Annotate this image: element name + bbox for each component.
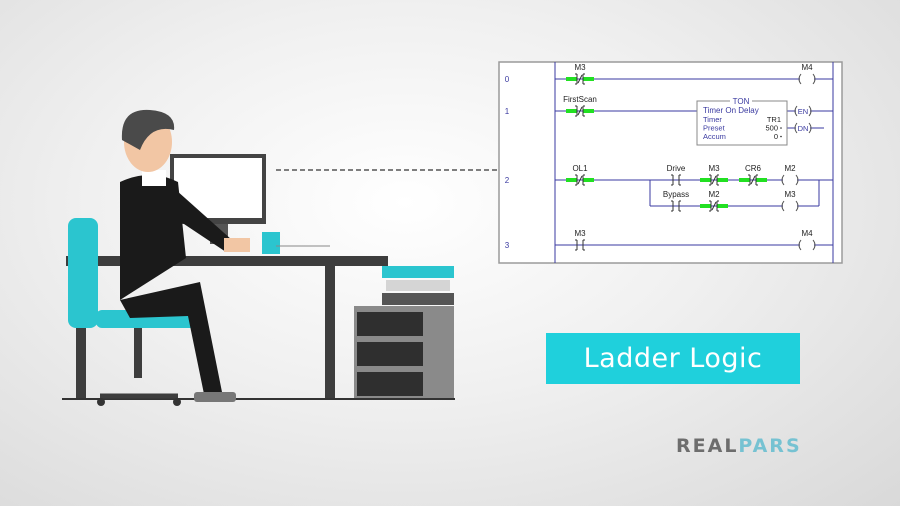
nc-contact[interactable] xyxy=(700,200,728,212)
contact-symbol xyxy=(671,174,681,186)
contact-symbol xyxy=(748,174,758,186)
nc-contact[interactable] xyxy=(700,174,728,186)
logo-part2: PARS xyxy=(738,435,802,457)
timer-block[interactable] xyxy=(696,100,788,146)
energized-indicator xyxy=(566,109,577,113)
coil-label: M2 xyxy=(784,164,796,173)
contact-label: CR6 xyxy=(745,164,762,173)
no-contact[interactable] xyxy=(671,200,681,212)
timer-output-coil[interactable] xyxy=(794,122,812,134)
book xyxy=(382,293,454,305)
timer-param-label: Accum xyxy=(703,132,726,141)
contact-symbol xyxy=(575,105,585,117)
energized-indicator xyxy=(756,178,767,182)
contact-label: OL1 xyxy=(572,164,588,173)
timer-type: TON xyxy=(733,97,750,106)
contact-symbol xyxy=(709,174,719,186)
coil-label: M4 xyxy=(801,229,813,238)
coil-label: M4 xyxy=(801,63,813,72)
contact-label: M3 xyxy=(574,63,586,72)
contact-symbol xyxy=(709,200,719,212)
drawer xyxy=(357,312,423,336)
timer-param-label: Preset xyxy=(703,124,726,133)
no-contact[interactable] xyxy=(575,239,585,251)
desk-leg xyxy=(76,266,86,398)
logo-part1: REAL xyxy=(676,435,739,457)
chair-back xyxy=(68,218,98,328)
contact-symbol xyxy=(671,200,681,212)
coil-symbol[interactable] xyxy=(798,239,816,251)
nc-slash xyxy=(750,175,756,185)
contact-label: Drive xyxy=(667,164,686,173)
shoe xyxy=(194,392,236,402)
energized-indicator xyxy=(700,178,711,182)
desk-top xyxy=(66,256,388,266)
book xyxy=(386,280,450,291)
contact-symbol xyxy=(575,73,585,85)
nc-slash xyxy=(577,106,583,116)
desk-illustration xyxy=(62,109,498,406)
timer-param-value: 500 xyxy=(765,124,778,133)
contact-label: M2 xyxy=(708,190,720,199)
nc-slash xyxy=(577,74,583,84)
coil-symbol[interactable] xyxy=(781,200,799,212)
no-contact[interactable] xyxy=(671,174,681,186)
rung-number: 0 xyxy=(505,75,510,84)
contact-label: FirstScan xyxy=(563,95,597,104)
timer-output-dn: DN xyxy=(798,124,809,133)
energized-indicator xyxy=(717,178,728,182)
contact-symbol xyxy=(575,174,585,186)
realpars-logo: REALPARS xyxy=(676,435,802,457)
person-arm xyxy=(166,190,232,252)
coil-symbol[interactable] xyxy=(781,174,799,186)
drawer xyxy=(357,342,423,366)
energized-indicator xyxy=(717,204,728,208)
timer-output-en: EN xyxy=(798,107,808,116)
nc-contact[interactable] xyxy=(739,174,767,186)
coil-label: M3 xyxy=(784,190,796,199)
title-badge: Ladder Logic xyxy=(546,333,800,384)
rung-number: 3 xyxy=(505,241,510,250)
coil-symbol[interactable] xyxy=(798,73,816,85)
timer-output-coil[interactable] xyxy=(794,105,812,117)
ladder-panel xyxy=(498,61,843,264)
contact-label: Bypass xyxy=(663,190,689,199)
nc-contact[interactable] xyxy=(566,73,594,85)
energized-indicator xyxy=(700,204,711,208)
timer-param-value: TR1 xyxy=(767,115,781,124)
contact-symbol xyxy=(575,239,585,251)
energized-indicator xyxy=(566,77,577,81)
energized-indicator xyxy=(583,178,594,182)
energized-indicator xyxy=(583,109,594,113)
timer-name: Timer On Delay xyxy=(703,106,759,115)
nc-slash xyxy=(711,175,717,185)
contact-label: M3 xyxy=(574,229,586,238)
rung-number: 2 xyxy=(505,176,510,185)
timer-param-label: Timer xyxy=(703,115,722,124)
energized-indicator xyxy=(739,178,750,182)
energized-indicator xyxy=(566,178,577,182)
energized-indicator xyxy=(583,77,594,81)
nc-slash xyxy=(711,201,717,211)
person-legs xyxy=(120,282,222,394)
timer-param-value: 0 xyxy=(774,132,778,141)
desk-leg xyxy=(325,266,335,398)
book xyxy=(382,266,454,278)
mug xyxy=(262,232,280,254)
rung-number: 1 xyxy=(505,107,510,116)
contact-label: M3 xyxy=(708,164,720,173)
person-hair xyxy=(121,109,175,150)
nc-contact[interactable] xyxy=(566,174,594,186)
drawer xyxy=(357,372,423,396)
nc-slash xyxy=(577,175,583,185)
nc-contact[interactable] xyxy=(566,105,594,117)
